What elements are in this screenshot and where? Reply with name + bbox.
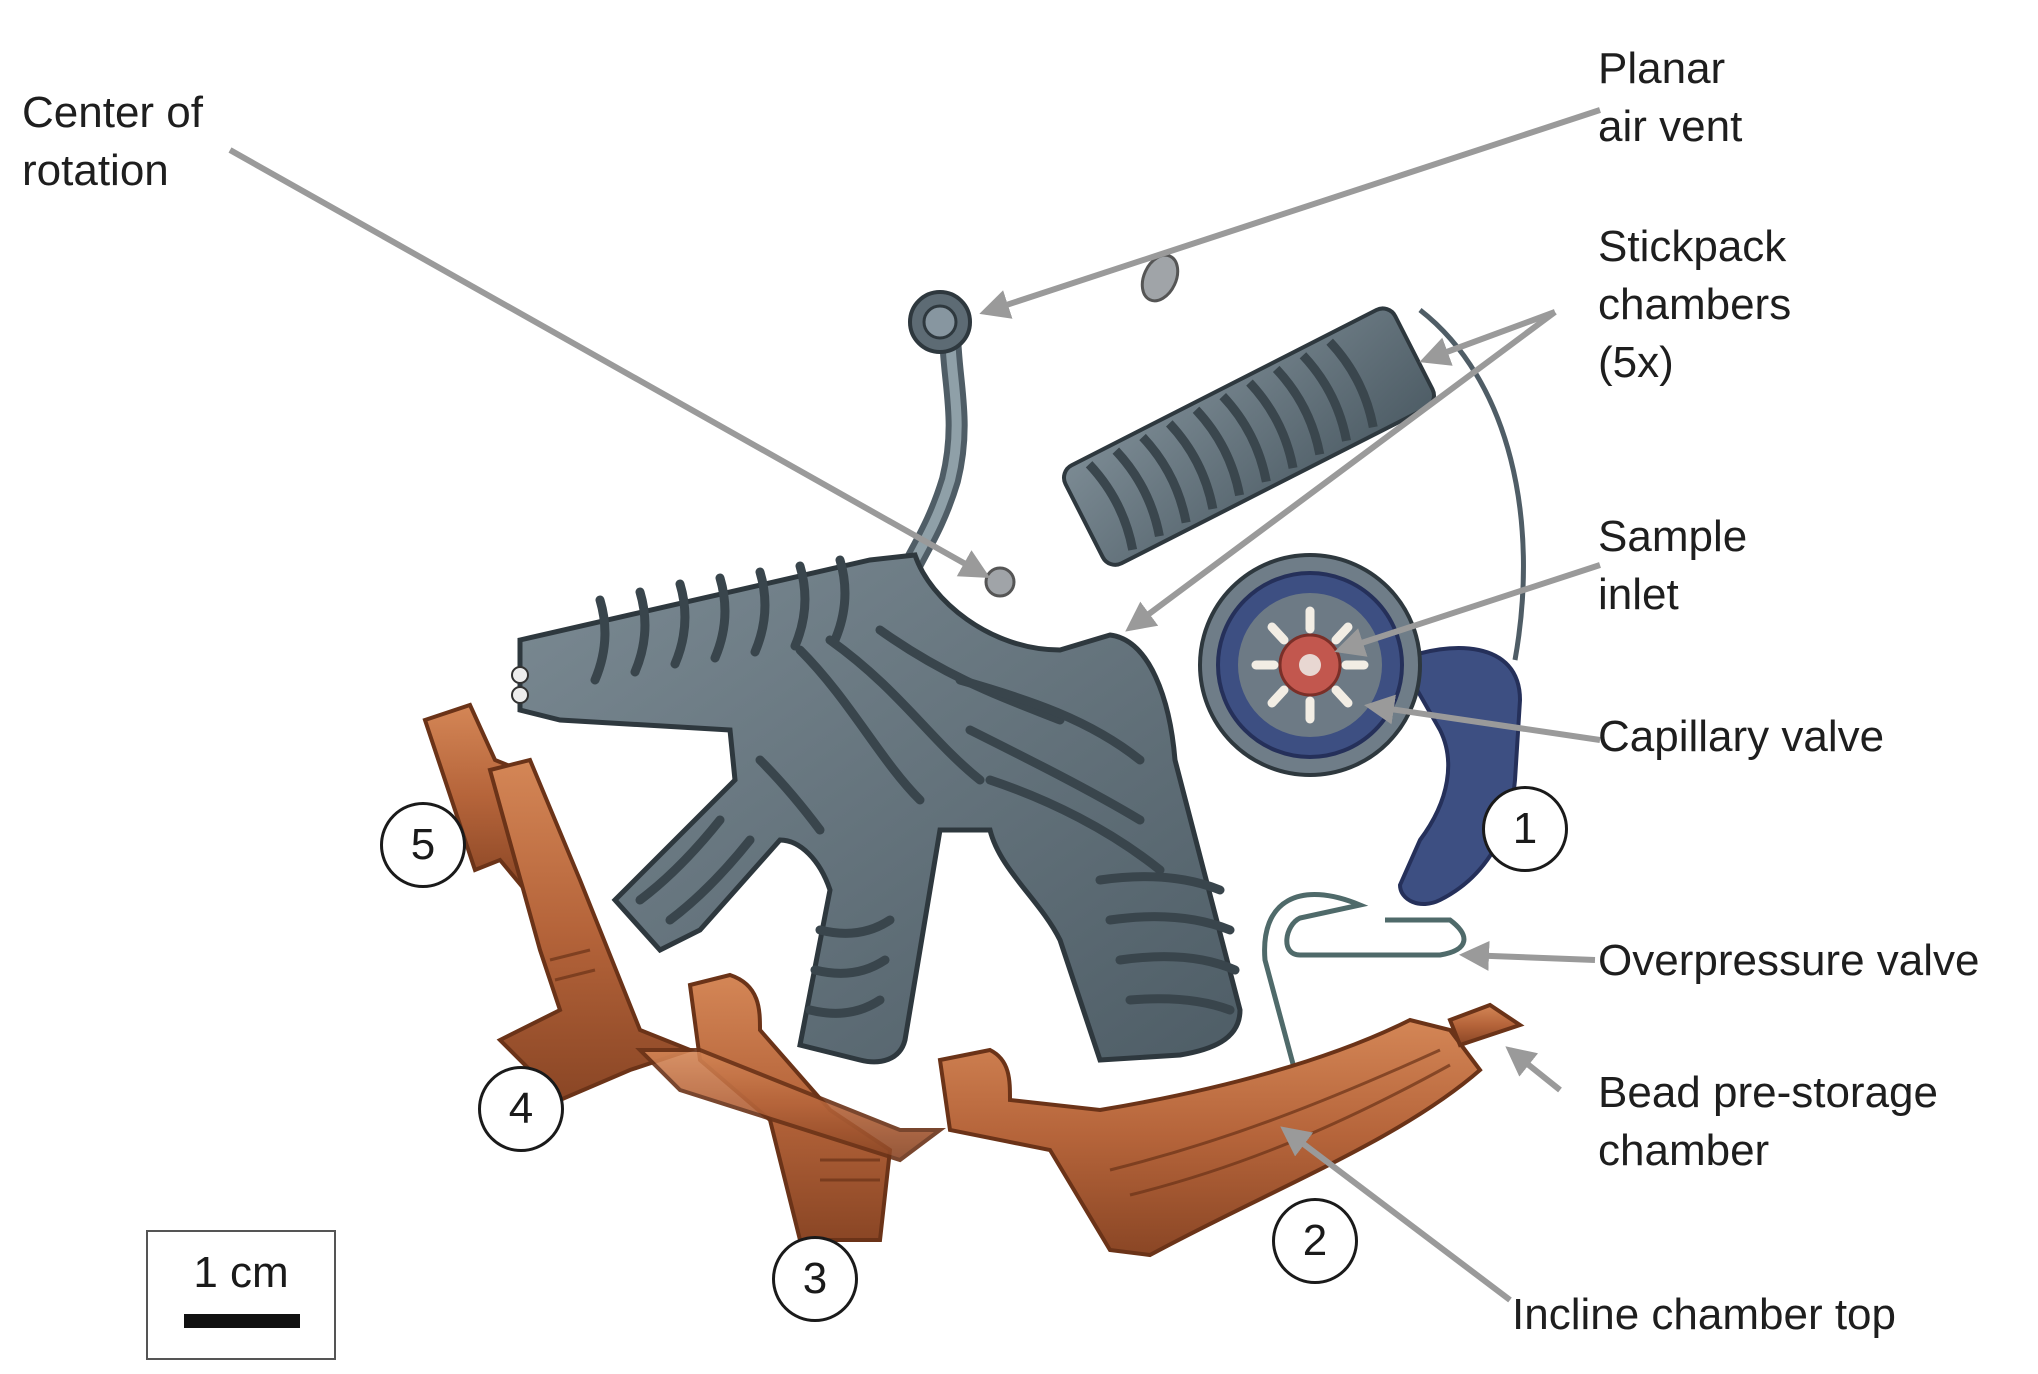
scale-bar — [184, 1314, 300, 1328]
arrow-stickpack-manifold — [1125, 309, 1557, 632]
number-4: 4 — [478, 1066, 564, 1152]
label-planar-air-vent: Planar air vent — [1598, 44, 1743, 151]
label-stickpack-chambers: Stickpack chambers (5x) — [1598, 222, 1792, 387]
scale-bar-box: 1 cm — [146, 1230, 336, 1360]
incline-connector — [635, 1048, 946, 1163]
incline-chambers — [422, 702, 1525, 1258]
planar-air-vent — [894, 290, 972, 585]
arrow-planar-air-vent — [979, 107, 1601, 319]
center-of-rotation-hole — [984, 566, 1016, 598]
arrow-sample-inlet — [1334, 562, 1601, 657]
label-incline-chamber-top: Incline chamber top — [1512, 1290, 1896, 1339]
label-bead-prestorage: Bead pre-storage chamber — [1598, 1068, 1938, 1175]
connecting-channel-arc — [1418, 308, 1526, 661]
number-2: 2 — [1272, 1198, 1358, 1284]
stickpack-chamber-upper — [1062, 306, 1436, 567]
number-5: 5 — [380, 802, 466, 888]
alignment-hole — [1140, 253, 1180, 303]
arrow-stickpack-upper — [1419, 309, 1557, 366]
incline-chamber-2 — [937, 1017, 1483, 1258]
arrow-center-of-rotation — [228, 147, 991, 578]
scale-bar-label: 1 cm — [193, 1248, 289, 1297]
label-capillary-valve: Capillary valve — [1598, 712, 1885, 761]
label-sample-inlet: Sample inlet — [1598, 512, 1748, 619]
label-center-of-rotation: Center of rotation — [22, 88, 203, 195]
number-3: 3 — [772, 1236, 858, 1322]
arrow-incline-chamber-top — [1280, 1126, 1512, 1303]
arrow-overpressure-valve — [1459, 940, 1596, 971]
incline-chamber-4 — [487, 757, 696, 1103]
bead-prestorage-chamber — [1447, 1002, 1525, 1048]
stickpack-chambers-manifold — [511, 552, 1243, 1065]
arrow-capillary-valve — [1364, 694, 1601, 743]
arrow-bead-prestorage — [1505, 1046, 1562, 1093]
pointer-arrows — [228, 107, 1601, 1303]
number-1: 1 — [1482, 786, 1568, 872]
label-overpressure-valve: Overpressure valve — [1598, 936, 1980, 985]
